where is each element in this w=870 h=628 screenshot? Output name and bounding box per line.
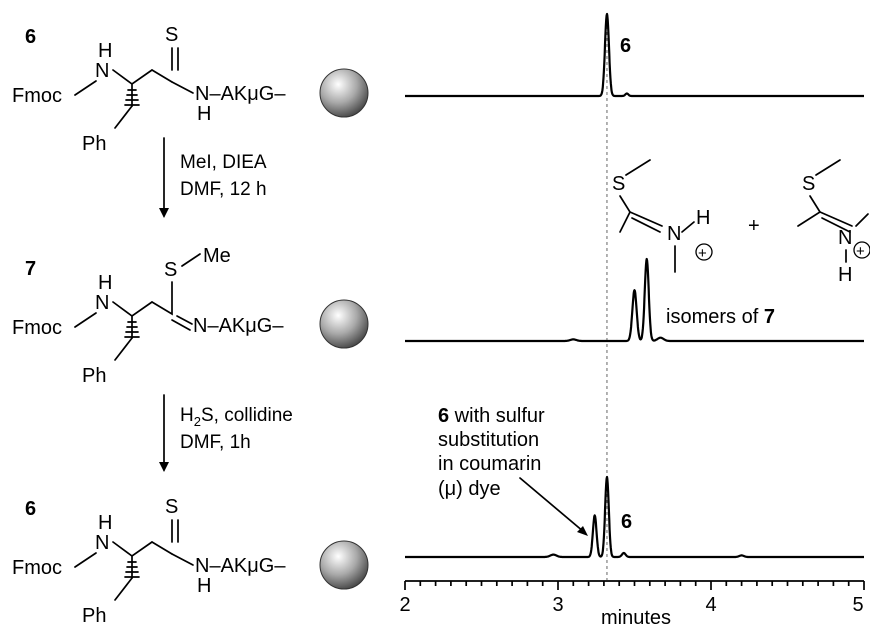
phenyl-label: Ph (82, 605, 106, 627)
bond (114, 577, 133, 601)
bond (151, 47, 179, 83)
fmoc-label: Fmoc (12, 85, 62, 107)
fmoc-label: Fmoc (12, 317, 62, 339)
resin-bead (319, 68, 369, 118)
reaction-arrow-1: MeI, DIEA DMF, 12 h (159, 137, 267, 218)
chromatogram-trace-top (404, 12, 865, 98)
compound-number: 6 (25, 498, 36, 520)
annotation-arrow-head (577, 526, 588, 536)
x-tick-label: 4 (705, 594, 716, 616)
atom-label: H (197, 103, 211, 125)
sulfur-substitution-note: 6 with sulfur substitution in coumarin (… (438, 405, 588, 536)
bond (74, 541, 153, 579)
isomer-z: S N H + (797, 159, 870, 286)
hashed-wedge (124, 89, 140, 106)
compound-6-top: 6 H N Fmoc Ph S N–AKμG– H (12, 24, 369, 155)
charge-sign: + (698, 245, 707, 262)
atom-label: N (838, 227, 852, 249)
arrow-head (159, 462, 169, 472)
atom-label: H (838, 264, 852, 286)
x-tick-label: 5 (852, 594, 863, 616)
note-line-2: substitution (438, 429, 539, 451)
chromatogram-panel: 2 3 4 5 minutes (399, 12, 865, 628)
bond (74, 69, 153, 107)
atom-label: H (98, 40, 112, 62)
atom-label: S (165, 496, 178, 518)
bond (815, 159, 841, 176)
bond (625, 159, 651, 176)
atom-label: S (612, 173, 625, 195)
x-axis-label: minutes (601, 607, 671, 628)
bond (151, 519, 179, 555)
chromatogram-trace-bottom (404, 475, 865, 559)
peak-label-bottom: 6 (621, 511, 632, 533)
atom-label: S (164, 259, 177, 281)
atom-label: N (95, 292, 109, 314)
note-line-3: in coumarin (438, 453, 541, 475)
isomer-structures: S N H + + S N H + (612, 159, 870, 286)
atom-label: N (95, 532, 109, 554)
step-1-conditions: DMF, 12 h (180, 179, 267, 200)
x-tick-label: 3 (552, 594, 563, 616)
bond (681, 221, 695, 233)
compound-number: 6 (25, 26, 36, 48)
charge-circle (695, 243, 713, 261)
hashed-wedge (124, 561, 140, 578)
step-1-reagents: MeI, DIEA (180, 152, 267, 173)
x-axis-ticks: 2 3 4 5 (399, 581, 865, 616)
atom-label: S (165, 24, 178, 46)
isomer-e: S N H + (612, 159, 713, 273)
bond (619, 195, 631, 233)
note-line-1: 6 with sulfur (438, 405, 545, 427)
peptide-tail: N–AKμG– (193, 315, 284, 337)
note-line-4: (μ) dye (438, 478, 501, 500)
charge-sign: + (856, 243, 865, 260)
reaction-arrow-2: H2S, collidine DMF, 1h (159, 394, 293, 472)
atom-label: S (802, 173, 815, 195)
atom-label: H (197, 575, 211, 597)
phenyl-label: Ph (82, 133, 106, 155)
step-2-conditions: DMF, 1h (180, 432, 251, 453)
atom-label: H (696, 207, 710, 229)
compound-number: 7 (25, 258, 36, 280)
peptide-tail: N–AKμG– (195, 555, 286, 577)
bond (151, 281, 193, 331)
resin-bead (319, 540, 369, 590)
bond (114, 337, 133, 361)
chromatogram-trace-middle (404, 257, 865, 343)
atom-label: H (98, 272, 112, 294)
peptide-tail: N–AKμG– (195, 83, 286, 105)
annotation-arrow (519, 477, 585, 533)
double-bond (819, 211, 853, 233)
bond (74, 301, 153, 339)
fmoc-label: Fmoc (12, 557, 62, 579)
isomers-label: isomers of 7 (666, 306, 775, 328)
step-2-reagents: H2S, collidine (180, 405, 293, 429)
compound-7: 7 H N Fmoc Ph S Me N–AKμG– (12, 245, 369, 387)
arrow-head (159, 208, 169, 218)
resin-bead (319, 299, 369, 349)
bond (797, 195, 822, 227)
bond (114, 105, 133, 129)
charge-circle (853, 241, 870, 259)
bond (855, 213, 869, 227)
peak-label-top: 6 (620, 35, 631, 57)
bond (171, 553, 194, 566)
compound-6-bottom: 6 H N Fmoc Ph S N–AKμG– H (12, 496, 369, 627)
atom-label: H (98, 512, 112, 534)
bond (171, 81, 194, 94)
plus-sign: + (748, 215, 760, 237)
x-tick-label: 2 (399, 594, 410, 616)
phenyl-label: Ph (82, 365, 106, 387)
double-bond (629, 211, 663, 233)
atom-label: N (667, 223, 681, 245)
atom-label: N (95, 60, 109, 82)
bond (181, 253, 201, 267)
methyl-label: Me (203, 245, 231, 267)
hashed-wedge (124, 321, 140, 338)
